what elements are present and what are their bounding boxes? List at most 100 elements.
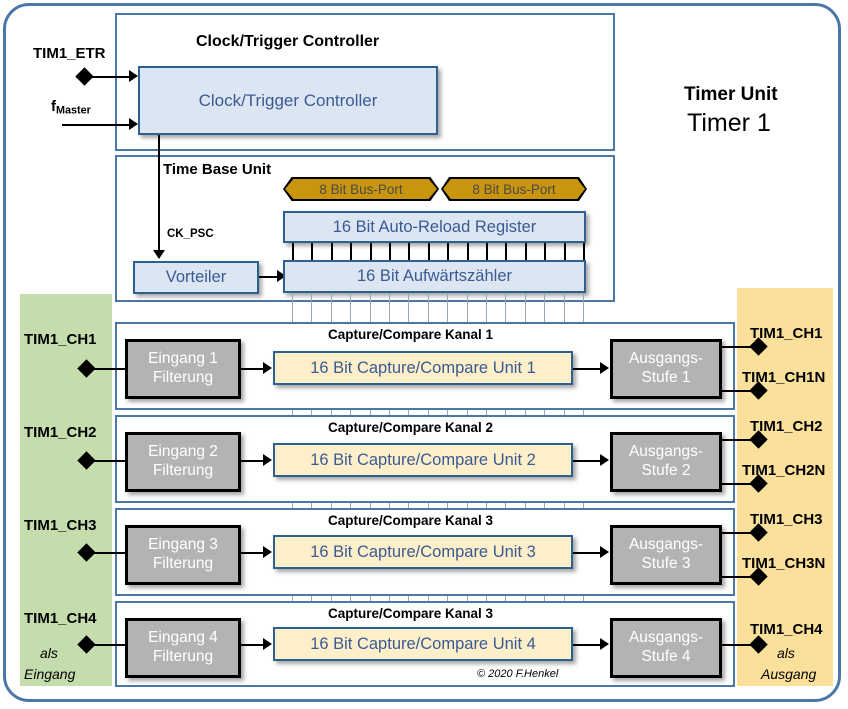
input-filter-3-line1: Eingang 3	[148, 536, 218, 554]
wire-input-pin-2	[92, 460, 125, 462]
wire-filter-to-unit-3	[241, 552, 265, 554]
wire-input-pin-4	[92, 644, 125, 646]
arrowhead-fmaster	[129, 118, 138, 130]
output-pin-label-3n: TIM1_CH3N	[742, 555, 826, 572]
group-title-channel-3: Capture/Compare Kanal 3	[326, 513, 496, 528]
wire-filter-to-unit-1	[241, 368, 265, 370]
box-capture-compare-unit-3[interactable]: 16 Bit Capture/Compare Unit 3	[273, 535, 573, 569]
input-filter-1-line1: Eingang 1	[148, 350, 218, 368]
output-stage-1-line1: Ausgangs-	[628, 350, 704, 368]
wire-output-pin-2	[722, 439, 757, 441]
fmaster-base: f	[51, 98, 56, 115]
label-ck-psc: CK_PSC	[167, 228, 214, 240]
output-band-note-line2: Ausgang	[761, 666, 817, 682]
wire-output-pin-3n	[722, 576, 757, 578]
bus-tick	[369, 243, 372, 260]
input-pin-label-1: TIM1_CH1	[24, 331, 97, 348]
box-output-stage-4[interactable]: Ausgangs-Stufe 4	[610, 618, 722, 678]
group-title-channel-4: Capture/Compare Kanal 3	[326, 606, 496, 621]
box-clock-trigger-controller[interactable]: Clock/Trigger Controller	[138, 66, 438, 135]
group-title-channel-1: Capture/Compare Kanal 1	[326, 327, 496, 342]
bus-tick	[292, 243, 294, 260]
wire-unit-to-output-4	[573, 644, 602, 646]
arrowhead-output-4	[600, 638, 609, 650]
wire-unit-to-output-3	[573, 552, 602, 554]
group-time-base-unit	[115, 155, 615, 302]
bus-tick	[524, 243, 527, 260]
input-pin-label-3: TIM1_CH3	[24, 517, 97, 534]
input-filter-2-line2: Filterung	[152, 462, 214, 479]
input-pin-label-4: TIM1_CH4	[24, 610, 97, 627]
box-output-stage-1[interactable]: Ausgangs-Stufe 1	[610, 339, 722, 399]
wire-output-pin-4	[722, 644, 757, 646]
bus-tick	[427, 243, 430, 260]
input-filter-1-line2: Filterung	[152, 369, 214, 386]
output-stage-3-line2: Stufe 3	[641, 555, 691, 572]
group-title-time-base: Time Base Unit	[163, 161, 272, 178]
bus-tick	[350, 243, 353, 260]
box-capture-compare-unit-4[interactable]: 16 Bit Capture/Compare Unit 4	[273, 627, 573, 661]
box-capture-compare-unit-2[interactable]: 16 Bit Capture/Compare Unit 2	[273, 443, 573, 477]
wire-filter-to-unit-2	[241, 460, 265, 462]
box-output-stage-2[interactable]: Ausgangs-Stufe 2	[610, 432, 722, 492]
box-prescaler[interactable]: Vorteiler	[133, 261, 259, 294]
bus-tick	[408, 243, 411, 260]
input-label-fmaster: fMaster	[51, 98, 91, 117]
copyright-notice: © 2020 F.Henkel	[477, 668, 559, 680]
wire-unit-to-output-1	[573, 368, 602, 370]
arrowhead-unit-1	[263, 362, 272, 374]
outer-frame	[3, 3, 841, 702]
wire-unit-to-output-2	[573, 460, 602, 462]
wire-output-pin-3	[722, 532, 757, 534]
output-pin-label-3: TIM1_CH3	[750, 511, 823, 528]
bus-port-left[interactable]: 8 Bit Bus-Port	[285, 179, 437, 199]
arrowhead-output-3	[600, 546, 609, 558]
output-pin-label-2n: TIM1_CH2N	[742, 462, 826, 479]
bus-tick	[505, 243, 508, 260]
output-pin-label-1n: TIM1_CH1N	[742, 369, 826, 386]
output-stage-4-line1: Ausgangs-	[628, 629, 704, 647]
box-output-stage-3[interactable]: Ausgangs-Stufe 3	[610, 525, 722, 585]
arrowhead-prescaler	[277, 270, 286, 282]
fmaster-subscript: Master	[56, 104, 91, 117]
wire-input-pin-1	[92, 368, 125, 370]
bus-tick	[583, 243, 585, 260]
arrowhead-ck-psc	[153, 250, 165, 259]
bus-tick	[563, 243, 566, 260]
arrowhead-unit-2	[263, 454, 272, 466]
box-capture-compare-unit-1[interactable]: 16 Bit Capture/Compare Unit 1	[273, 351, 573, 385]
wire-output-pin-1	[722, 346, 757, 348]
arrowhead-unit-3	[263, 546, 272, 558]
wire-input-pin-3	[92, 552, 125, 554]
wire-prescaler-to-counter	[259, 276, 279, 278]
group-title-channel-2: Capture/Compare Kanal 2	[326, 420, 496, 435]
bus-tick	[330, 243, 333, 260]
input-filter-3-line2: Filterung	[152, 555, 214, 572]
bus-tick	[544, 243, 547, 260]
input-filter-4-line2: Filterung	[152, 648, 214, 665]
wire-output-pin-1n	[722, 390, 757, 392]
output-stage-3-line1: Ausgangs-	[628, 536, 704, 554]
output-band-note-line1: als	[777, 645, 795, 661]
bus-tick	[311, 243, 314, 260]
box-counter[interactable]: 16 Bit Aufwärtszähler	[283, 260, 586, 293]
page-title-unit: Timer Unit	[684, 84, 778, 105]
box-auto-reload-register[interactable]: 16 Bit Auto-Reload Register	[283, 211, 586, 243]
wire-fmaster	[62, 124, 131, 126]
input-label-tim1-etr: TIM1_ETR	[33, 45, 106, 62]
bus-tick	[389, 243, 391, 260]
input-filter-2-line1: Eingang 2	[148, 443, 218, 461]
bus-port-right[interactable]: 8 Bit Bus-Port	[443, 179, 585, 199]
input-band	[20, 294, 112, 686]
bus-tick	[466, 243, 469, 260]
arrowhead-output-1	[600, 362, 609, 374]
input-band-note-line1: als	[40, 645, 58, 661]
wire-output-pin-2n	[722, 483, 757, 485]
output-pin-label-1: TIM1_CH1	[750, 325, 823, 342]
bus-tick	[486, 243, 488, 260]
arrowhead-etr	[129, 70, 138, 82]
